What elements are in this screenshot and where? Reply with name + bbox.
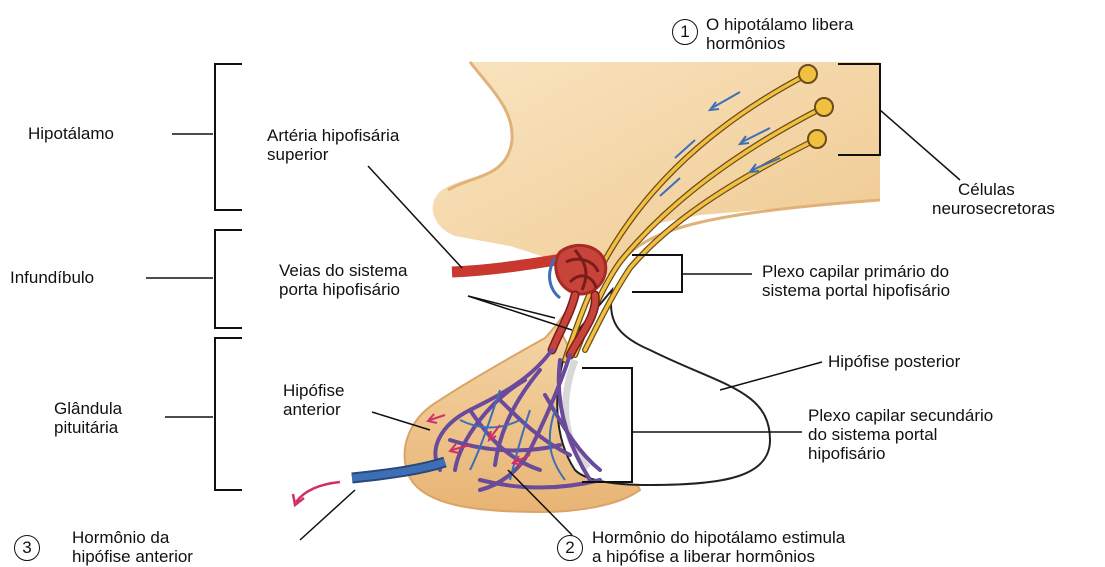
label-plexo-secundario-line3: hipofisário (808, 444, 886, 463)
step-2-badge: 2 (557, 535, 583, 561)
label-hipofise-anterior-line1: Hipófise (283, 381, 344, 400)
label-plexo-primario-line2: sistema portal hipofisário (762, 281, 950, 300)
label-hipotalamo: Hipotálamo (28, 124, 114, 143)
label-infundibulo: Infundíbulo (10, 268, 94, 287)
step-1-line1: O hipotálamo libera (706, 15, 853, 34)
label-glandula-line2: pituitária (54, 418, 118, 437)
label-veias-line1: Veias do sistema (279, 261, 408, 280)
step-3-badge: 3 (14, 535, 40, 561)
label-arteria-line2: superior (267, 145, 328, 164)
label-plexo-secundario-line2: do sistema portal (808, 425, 937, 444)
label-celulas-line1: Células (958, 180, 1015, 199)
step-2-line2: a hipófise a liberar hormônios (592, 547, 815, 566)
label-veias-line2: porta hipofisário (279, 280, 400, 299)
label-celulas-line2: neurosecretoras (932, 199, 1055, 218)
label-hipofise-posterior: Hipófise posterior (828, 352, 960, 371)
label-plexo-secundario-line1: Plexo capilar secundário (808, 406, 993, 425)
label-arteria-line1: Artéria hipofisária (267, 126, 399, 145)
step-2-line1: Hormônio do hipotálamo estimula (592, 528, 845, 547)
label-hipofise-anterior-line2: anterior (283, 400, 341, 419)
step-1-badge: 1 (672, 19, 698, 45)
step-3-line1: Hormônio da (72, 528, 169, 547)
label-glandula-line1: Glândula (54, 399, 122, 418)
step-1-line2: hormônios (706, 34, 785, 53)
primary-capillary-plexus (550, 245, 606, 298)
label-plexo-primario-line1: Plexo capilar primário do (762, 262, 949, 281)
step-3-line2: hipófise anterior (72, 547, 193, 566)
